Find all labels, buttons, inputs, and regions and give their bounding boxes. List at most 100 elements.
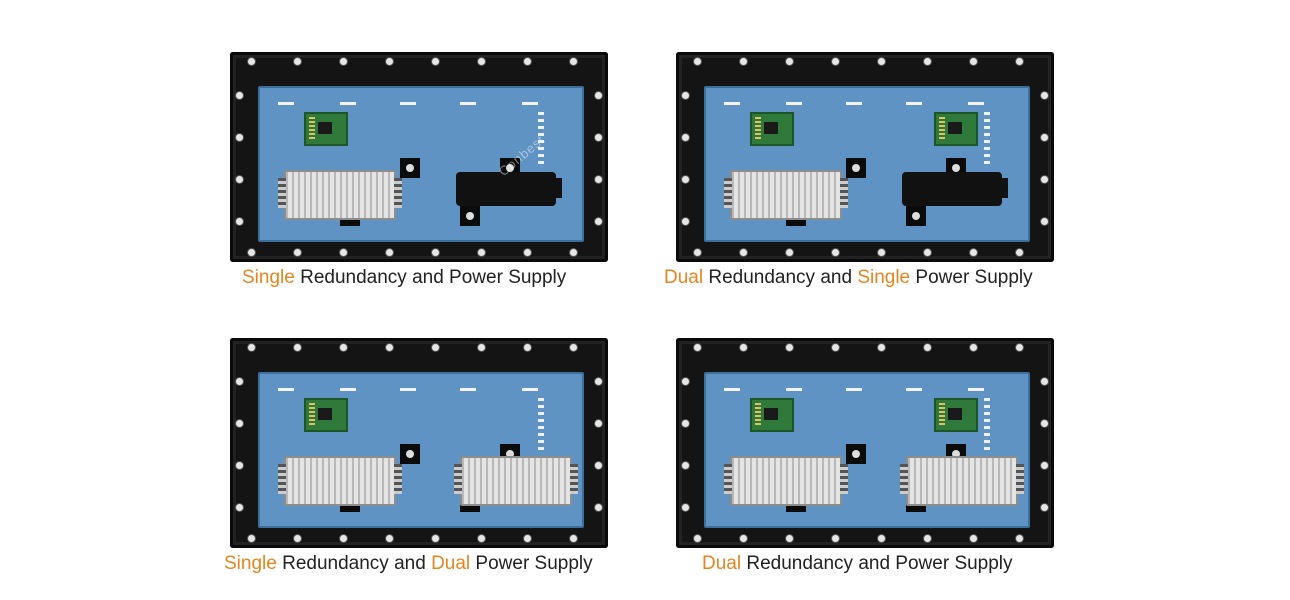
power-supply (454, 456, 578, 506)
cabinet-hole (1041, 134, 1048, 141)
cabinet-hole (432, 344, 439, 351)
cabinet-hole (478, 344, 485, 351)
cabinet-hole (786, 249, 793, 256)
cabinet-hole (595, 378, 602, 385)
caption-text: Power Supply (470, 553, 593, 574)
cabinet-hole (236, 462, 243, 469)
power-supply (900, 456, 1024, 506)
cabinet-hole (236, 176, 243, 183)
cabinet-hole (682, 218, 689, 225)
caption-highlight: Dual (664, 267, 704, 288)
cabinet-hole (1041, 420, 1048, 427)
cabinet-hole (694, 58, 701, 65)
caption-highlight: Single (224, 553, 277, 574)
cabinet-hole (236, 420, 243, 427)
cabinet-hole (524, 249, 531, 256)
caption-text: Redundancy and Power Supply (741, 553, 1013, 574)
cabinet-hole (248, 249, 255, 256)
cabinet-hole (248, 344, 255, 351)
caption-highlight: Single (242, 267, 295, 288)
cabinet-hole (340, 535, 347, 542)
power-supply (278, 456, 402, 506)
hub-board (258, 372, 584, 528)
cabinet-hole (478, 249, 485, 256)
cabinet-hole (1016, 344, 1023, 351)
receiving-card (934, 398, 978, 432)
cabinet-hole (478, 535, 485, 542)
cabinet-hole (924, 535, 931, 542)
caption-text: Redundancy and (276, 553, 432, 574)
cabinet-hole (786, 58, 793, 65)
cabinet-hole (694, 249, 701, 256)
cabinet-hole (236, 218, 243, 225)
cabinet-hole (570, 344, 577, 351)
cabinet-hole (924, 344, 931, 351)
cabinet-hole (386, 249, 393, 256)
cabinet-hole (682, 420, 689, 427)
cabinet-hole (1041, 462, 1048, 469)
power-supply (278, 170, 402, 220)
caption-text: Redundancy and Power Supply (294, 267, 567, 288)
cabinet-hole (432, 249, 439, 256)
cabinet-panel-single-dual (230, 338, 608, 548)
cabinet-hole (524, 58, 531, 65)
cabinet-hole (236, 134, 243, 141)
cabinet-hole (595, 462, 602, 469)
caption-text: Power Supply (910, 267, 1033, 288)
cabinet-hole (832, 344, 839, 351)
hub-board (704, 372, 1030, 528)
cabinet-hole (878, 344, 885, 351)
cabinet-hole (924, 58, 931, 65)
receiving-card (304, 398, 348, 432)
cabinet-hole (682, 462, 689, 469)
cabinet-hole (595, 134, 602, 141)
cabinet-hole (570, 535, 577, 542)
caption-panel-4: Dual Redundancy and Power Supply (702, 553, 1013, 575)
cabinet-hole (248, 58, 255, 65)
hub-board (704, 86, 1030, 242)
cabinet-hole (786, 535, 793, 542)
cabinet-hole (570, 58, 577, 65)
cabinet-hole (570, 249, 577, 256)
cabinet-hole (236, 378, 243, 385)
cabinet-hole (1041, 218, 1048, 225)
power-supply (724, 456, 848, 506)
caption-highlight: Dual (702, 553, 742, 574)
cabinet-hole (682, 134, 689, 141)
cabinet-hole (924, 249, 931, 256)
cabinet-hole (1016, 535, 1023, 542)
cabinet-hole (740, 58, 747, 65)
caption-highlight: Single (857, 267, 911, 288)
caption-highlight: Dual (431, 553, 471, 574)
cabinet-hole (595, 420, 602, 427)
cabinet-panel-single-single: Conbest (230, 52, 608, 262)
cabinet-hole (1016, 249, 1023, 256)
cabinet-hole (786, 344, 793, 351)
cabinet-hole (248, 535, 255, 542)
receiving-card (934, 112, 978, 146)
cabinet-hole (524, 535, 531, 542)
cabinet-hole (1041, 92, 1048, 99)
cabinet-hole (1016, 58, 1023, 65)
cabinet-hole (595, 504, 602, 511)
cabinet-panel-dual-single (676, 52, 1054, 262)
cabinet-hole (740, 249, 747, 256)
cabinet-hole (595, 218, 602, 225)
cabinet-hole (1041, 176, 1048, 183)
caption-panel-3: Single Redundancy and Dual Power Supply (224, 553, 593, 575)
cabinet-hole (682, 504, 689, 511)
power-supply (724, 170, 848, 220)
cabinet-panel-dual-dual (676, 338, 1054, 548)
cabinet-hole (970, 58, 977, 65)
cabinet-hole (878, 58, 885, 65)
cabinet-hole (386, 535, 393, 542)
cabinet-hole (832, 249, 839, 256)
cabinet-hole (294, 344, 301, 351)
cabinet-hole (694, 535, 701, 542)
power-supply-slot-empty (456, 172, 562, 206)
caption-panel-2: Dual Redundancy and Single Power Supply (664, 267, 1033, 289)
cabinet-hole (595, 176, 602, 183)
cabinet-hole (432, 535, 439, 542)
cabinet-hole (970, 344, 977, 351)
cabinet-hole (432, 58, 439, 65)
